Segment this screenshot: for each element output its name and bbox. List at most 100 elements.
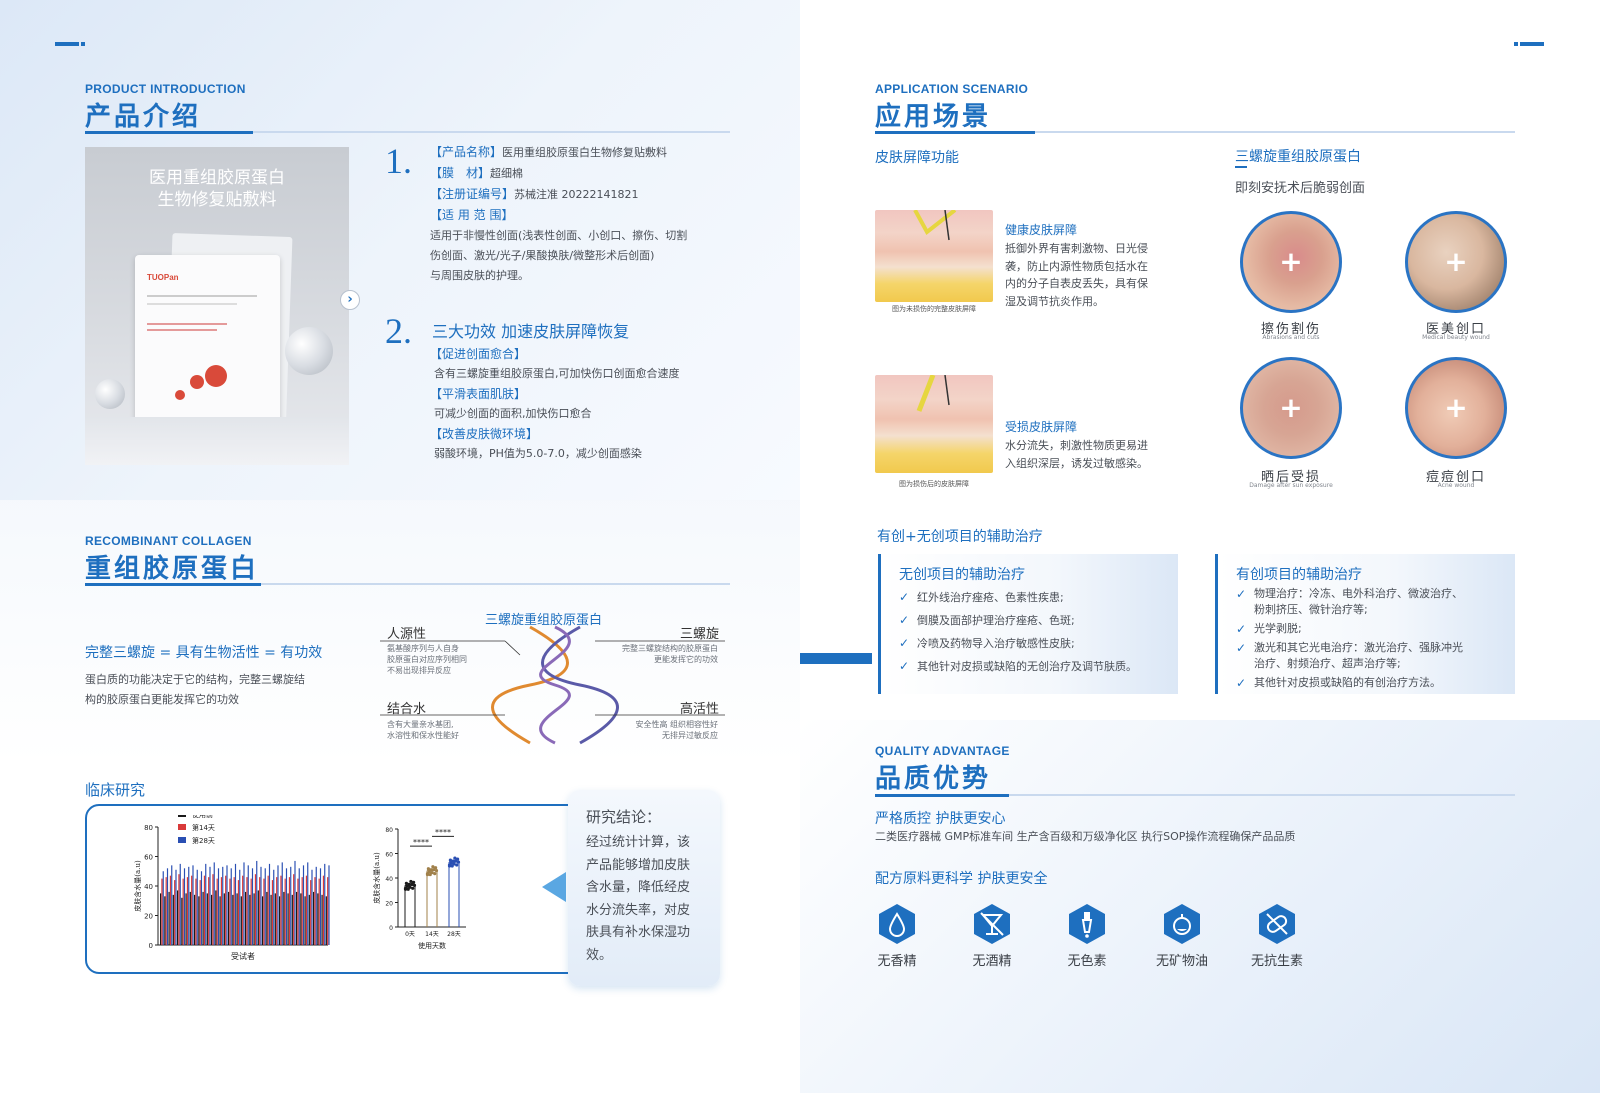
bar bbox=[234, 863, 237, 945]
bar bbox=[281, 862, 283, 945]
clinical-title: 临床研究 bbox=[85, 781, 146, 799]
capsule-icon bbox=[1259, 904, 1295, 944]
wound-label-en: Damage after sun exposure bbox=[1249, 482, 1333, 489]
conclusion-text: 经过统计计算，该 产品能够增加皮肤 含水量，降低经皮 水分流失率，对皮 肤具有补… bbox=[586, 835, 691, 963]
bar bbox=[203, 875, 206, 945]
wound-label: 痘痘创口 bbox=[1425, 470, 1486, 485]
bar bbox=[205, 863, 207, 945]
bar bbox=[308, 894, 310, 945]
x-axis-label: 受试者 bbox=[231, 951, 255, 961]
bar bbox=[328, 865, 330, 945]
x-tick-label: 0天 bbox=[405, 931, 415, 938]
bar bbox=[288, 877, 291, 945]
bar bbox=[219, 896, 221, 945]
right-page: APPLICATION SCENARIO 应用场景 皮肤屏障功能 图为未损伤的完… bbox=[800, 0, 1600, 1093]
wound-photo-acne: + bbox=[1405, 357, 1507, 459]
wound-label-en: Medical beauty wound bbox=[1422, 334, 1490, 341]
icon-label: 无色素 bbox=[1067, 954, 1107, 969]
item2-tag: 【改善皮肤微环境】 bbox=[430, 427, 539, 441]
bar bbox=[271, 880, 274, 945]
y-tick-label: 40 bbox=[144, 883, 153, 891]
quality-heading: 品质优势 bbox=[875, 764, 992, 794]
corner-mark-dot bbox=[81, 42, 85, 46]
right-bottom-background bbox=[800, 720, 1600, 1093]
significance-label: **** bbox=[435, 828, 451, 837]
bar bbox=[311, 869, 313, 945]
y-tick-label: 60 bbox=[144, 854, 153, 862]
legend-swatch bbox=[178, 837, 186, 843]
bar bbox=[177, 890, 179, 945]
quality-sub2: 配方原料更科学 护肤更安全 bbox=[875, 871, 1048, 887]
item2-tag: 【平滑表面肌肤】 bbox=[430, 387, 527, 401]
bar bbox=[165, 877, 167, 945]
scatter-point bbox=[409, 879, 413, 884]
bar bbox=[188, 866, 190, 945]
bar bbox=[206, 893, 208, 945]
y-tick-label: 0 bbox=[149, 942, 153, 950]
plus-icon: + bbox=[1279, 391, 1303, 424]
item1-material-row: 【膜 材】超细棉 bbox=[430, 166, 524, 180]
item1-scope-line: 与周围皮肤的护理。 bbox=[430, 269, 529, 282]
item2-tag: 【促进创面愈合】 bbox=[430, 347, 527, 361]
check-icon: ✓ bbox=[899, 659, 910, 673]
bar bbox=[200, 871, 203, 945]
bar bbox=[229, 878, 231, 945]
side-bar bbox=[800, 653, 872, 664]
intro-heading-en: PRODUCT INTRODUCTION bbox=[85, 82, 246, 96]
bar bbox=[195, 878, 197, 945]
damaged-skin-image bbox=[875, 375, 993, 473]
scatter-point bbox=[425, 871, 430, 876]
legend-label: 第14天 bbox=[192, 823, 215, 832]
bar bbox=[273, 869, 275, 945]
intro-heading: 产品介绍 bbox=[85, 102, 202, 132]
bar bbox=[293, 874, 295, 945]
helix-label-text: 完整三螺旋结构的胶原蛋白 更能发挥它的功效 bbox=[622, 644, 718, 664]
scatter-point bbox=[450, 864, 454, 868]
list-item: ✓其他针对皮损或缺陷的无创治疗及调节肤质。 bbox=[899, 655, 1174, 678]
bar bbox=[242, 875, 244, 945]
bar bbox=[257, 890, 259, 945]
bar bbox=[169, 875, 172, 945]
intro-rule bbox=[85, 131, 730, 133]
scatter-point bbox=[434, 869, 439, 873]
wound-label: 擦伤割伤 bbox=[1260, 322, 1321, 337]
left-page: PRODUCT INTRODUCTION 产品介绍 医用重组胶原蛋白 生物修复贴… bbox=[0, 0, 800, 1093]
icon-label: 无抗生素 bbox=[1250, 954, 1303, 969]
helix-label-text: 含有大量亲水基团, 水溶性和保水性能好 bbox=[387, 720, 459, 740]
bar bbox=[217, 868, 220, 945]
item1-scope-line: 适用于非慢性创面(浅表性创面、小创口、擦伤、切割 bbox=[430, 229, 688, 242]
bar bbox=[161, 878, 163, 945]
healthy-text: 抵御外界有害刺激物、日光侵 袭，防止内源性物质包括水在 内的分子自表皮丢失，具有… bbox=[1005, 242, 1148, 308]
list-item: ✓红外线治疗痤疮、色素性疾患; bbox=[899, 586, 1174, 609]
bar bbox=[162, 871, 164, 945]
helix-title: 三螺旋重组胶原蛋白 bbox=[485, 613, 603, 628]
y-tick-label: 80 bbox=[144, 824, 153, 832]
bar bbox=[266, 891, 268, 945]
scatter-point bbox=[455, 863, 459, 867]
bar bbox=[226, 865, 228, 945]
x-tick-label: 14天 bbox=[425, 931, 439, 938]
check-icon: ✓ bbox=[899, 636, 910, 650]
collagen-headline: 完整三螺旋 = 具有生物活性 = 有功效 bbox=[85, 645, 323, 661]
plus-icon: + bbox=[1444, 245, 1468, 278]
bar bbox=[302, 865, 305, 945]
wound-collagen-title: 三螺旋重组胶原蛋白 bbox=[1235, 149, 1361, 165]
x-axis-label: 使用天数 bbox=[418, 941, 446, 950]
scatter-point bbox=[432, 868, 436, 872]
conclusion-card: 研究结论： 经过统计计算，该 产品能够增加皮肤 含水量，降低经皮 水分流失率，对… bbox=[568, 790, 720, 986]
list-item: ✓物理治疗：冷冻、电外科治疗、微波治疗、 粉刺挤压、微针治疗等; bbox=[1236, 587, 1463, 616]
drop-icon bbox=[879, 904, 915, 944]
bar bbox=[297, 878, 299, 945]
scatter-point bbox=[431, 865, 435, 869]
plus-icon: + bbox=[1444, 391, 1468, 424]
bar bbox=[314, 877, 316, 945]
bar bbox=[232, 894, 234, 945]
helix-label: 结合水 bbox=[387, 702, 427, 717]
item2-text: 含有三螺旋重组胶原蛋白,可加快伤口创面愈合速度 bbox=[434, 367, 680, 380]
chevron-right-icon[interactable]: › bbox=[340, 290, 360, 310]
scenario-heading-en: APPLICATION SCENARIO bbox=[875, 82, 1029, 96]
item1-number: 1. bbox=[385, 141, 412, 181]
bar bbox=[262, 896, 264, 945]
bar bbox=[253, 893, 255, 945]
noninvasive-list: ✓红外线治疗痤疮、色素性疾患; ✓倒膜及面部护理治疗痤疮、色斑; ✓冷喷及药物导… bbox=[899, 586, 1174, 678]
